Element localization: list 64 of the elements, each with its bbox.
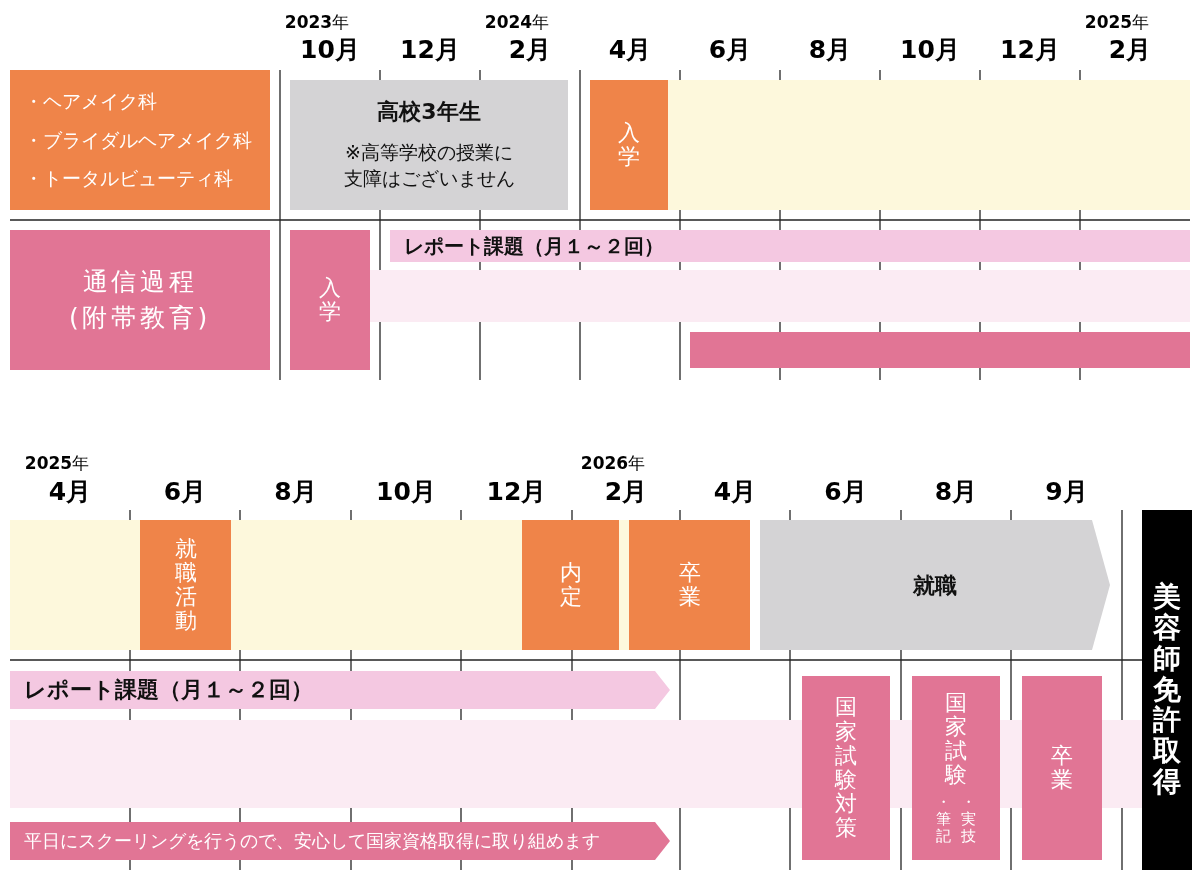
- month-label: 4月: [608, 35, 652, 65]
- month-label: 2月: [508, 35, 552, 65]
- status-heading: 高校3年生: [377, 98, 481, 127]
- month-label: 8月: [808, 35, 852, 65]
- month-label: 10月: [300, 35, 360, 65]
- course-list-box: [10, 70, 270, 210]
- month-label: 12月: [486, 477, 547, 507]
- status-box: [290, 80, 568, 210]
- month-label: 12月: [400, 35, 460, 65]
- course-type-box: [10, 230, 270, 370]
- month-label: 4月: [713, 477, 757, 507]
- period-bar: [690, 332, 1190, 368]
- month-label: 10月: [900, 35, 960, 65]
- bar-label: 美容師免許取得: [1153, 582, 1181, 798]
- box-label: 内定: [559, 560, 582, 610]
- enrollment-box: [590, 80, 668, 210]
- year-label: 2026年: [580, 452, 646, 474]
- exam-prep-box: [802, 676, 890, 860]
- job-offer-box: [522, 520, 619, 650]
- year-label: 2024年: [484, 11, 550, 33]
- year-label: 2023年: [284, 11, 350, 33]
- bar-label: レポート課題（月１～２回）: [24, 675, 313, 704]
- bar-label: レポート課題（月１～２回）: [404, 233, 664, 259]
- month-label: 2月: [604, 477, 648, 507]
- box-label: 国家試験対策: [835, 695, 857, 841]
- month-label: 10月: [376, 477, 436, 507]
- month-label: 12月: [1000, 35, 1060, 65]
- note-text: 平日にスクーリングを行うので、安心して国家資格取得に取り組めます: [24, 829, 600, 853]
- course-name: ・ヘアメイク科: [24, 89, 157, 115]
- period-band: [668, 80, 1190, 210]
- report-arrow-bar: [10, 671, 670, 709]
- year-label: 2025年: [1084, 11, 1150, 33]
- course-type-label: 通信過程(附帯教育): [68, 265, 212, 334]
- year-label: 2025年: [24, 452, 90, 474]
- box-label: 就職: [913, 571, 957, 600]
- box-label: 入学: [319, 275, 341, 325]
- note-text: ※高等学校の授業に支障はございません: [342, 139, 516, 192]
- month-label: 6月: [163, 477, 207, 507]
- month-label: 6月: [708, 35, 752, 65]
- schooling-arrow-bar: [10, 822, 670, 860]
- enrollment-box: [290, 230, 370, 370]
- box-label: 国家試験: [945, 690, 967, 788]
- sub-label: ・実技: [961, 793, 976, 846]
- period-band: [370, 270, 1190, 322]
- month-label: 4月: [48, 477, 92, 507]
- report-bar: [390, 230, 1190, 262]
- box-label: 卒業: [678, 560, 701, 610]
- month-label: 8月: [274, 477, 317, 507]
- job-hunting-box: [140, 520, 231, 650]
- license-bar: [1142, 510, 1192, 870]
- month-label: 6月: [824, 477, 867, 507]
- month-label: 9月: [1045, 477, 1088, 507]
- box-label: 就職活動: [174, 536, 197, 634]
- month-label: 8月: [934, 477, 978, 507]
- month-label: 2月: [1108, 35, 1152, 65]
- exam-box: [912, 676, 1000, 860]
- course-name: ・トータルビューティ科: [24, 166, 233, 192]
- box-label: 卒業: [1051, 743, 1073, 793]
- graduation-box: [629, 520, 750, 650]
- course-name: ・ブライダルヘアメイク科: [24, 127, 252, 153]
- sub-label: ・筆記: [936, 793, 951, 846]
- box-label: 入学: [618, 120, 640, 170]
- graduation-box: [1022, 676, 1102, 860]
- period-band: [10, 520, 630, 650]
